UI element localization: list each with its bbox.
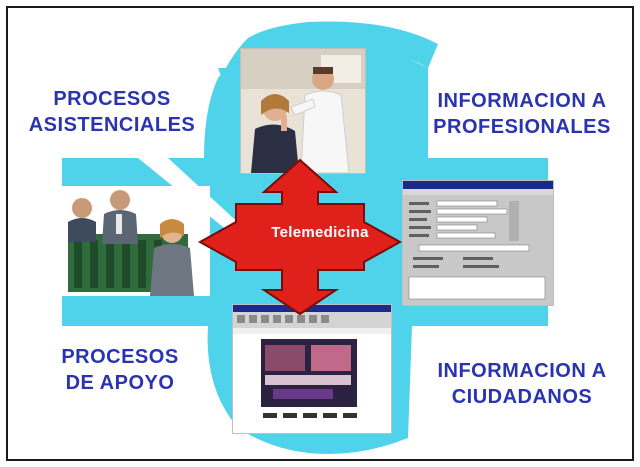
office-meeting-photo	[60, 186, 210, 296]
telemedicina-label: Telemedicina	[271, 224, 369, 241]
label-line: PROCESOS	[53, 88, 171, 110]
label-informacion-ciudadanos: INFORMACION A CIUDADANOS	[420, 358, 624, 410]
label-line: PROCESOS	[61, 346, 179, 368]
label-line: DE APOYO	[65, 372, 175, 394]
medical-form-screenshot	[402, 180, 554, 306]
label-procesos-apoyo: PROCESOS DE APOYO	[40, 344, 200, 396]
arrow-shape	[197, 158, 403, 316]
web-browser-screenshot	[232, 304, 392, 434]
label-line: INFORMACION A	[437, 90, 607, 112]
label-line: ASISTENCIALES	[28, 114, 196, 136]
form-window-illustration	[403, 181, 553, 305]
office-meeting-illustration	[60, 186, 210, 296]
label-line: CIUDADANOS	[451, 386, 593, 408]
doctor-patient-photo	[240, 48, 366, 174]
four-way-arrow	[197, 158, 403, 316]
diagram-frame: PROCESOS ASISTENCIALES INFORMACION A PRO…	[6, 6, 634, 461]
doctor-patient-illustration	[241, 49, 365, 173]
label-line: INFORMACION A	[437, 360, 607, 382]
browser-window-illustration	[233, 305, 391, 433]
label-procesos-asistenciales: PROCESOS ASISTENCIALES	[22, 86, 202, 138]
label-line: PROFESIONALES	[433, 116, 611, 138]
label-informacion-profesionales: INFORMACION A PROFESIONALES	[420, 88, 624, 140]
